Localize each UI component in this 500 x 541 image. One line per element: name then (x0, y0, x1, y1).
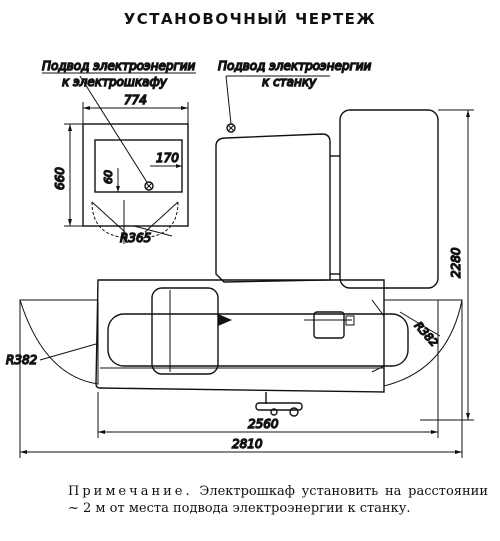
dim-guard-radius-left: R382 (6, 353, 37, 367)
cabinet-door-arc-right (141, 201, 179, 239)
machine-column (215, 133, 331, 283)
dim-machine-length: 2560 (248, 417, 279, 431)
machine-handwheel (255, 392, 303, 417)
machine-headstock (151, 287, 219, 375)
guard-arc-left (19, 299, 99, 385)
installation-note: Примечание. Электрошкаф установить на ра… (68, 483, 488, 517)
dim-overall-length: 2810 (232, 437, 263, 451)
machine-base (95, 279, 385, 393)
dim-machine-depth: 2280 (449, 247, 463, 278)
machine-carriage (313, 311, 345, 339)
callout-cabinet-supply-line2: к электрошкафу (62, 75, 168, 89)
cabinet-supply-leader (79, 75, 151, 188)
electrical-cabinet (64, 75, 189, 244)
dim-cabinet-offset-x: 170 (156, 151, 179, 165)
overall-dimensions (19, 109, 474, 458)
cabinet-door-arc-left (91, 201, 129, 239)
machine-side-cabinet (339, 109, 439, 289)
callout-machine-supply-line2: к станку (262, 75, 317, 89)
guard-arc-right (383, 299, 463, 387)
note-text: Электрошкаф установить на расстоянии ~ 2… (68, 484, 488, 516)
machine-supply-leader (225, 75, 232, 125)
note-lead: Примечание. (68, 484, 193, 499)
dim-cabinet-width: 774 (124, 93, 147, 107)
callout-machine-supply-line1: Подвод электроэнергии (218, 59, 372, 73)
dim-cabinet-offset-y: 60 (102, 170, 115, 184)
machine-bed-cylinder (107, 313, 409, 367)
machine (95, 75, 439, 417)
dim-door-radius: R365 (120, 231, 151, 245)
guard-swing-areas (19, 299, 463, 387)
callout-cabinet-supply-line1: Подвод электроэнергии (42, 59, 196, 73)
drawing-title: УСТАНОВОЧНЫЙ ЧЕРТЕЖ (123, 10, 377, 28)
dim-cabinet-depth: 660 (53, 167, 67, 190)
